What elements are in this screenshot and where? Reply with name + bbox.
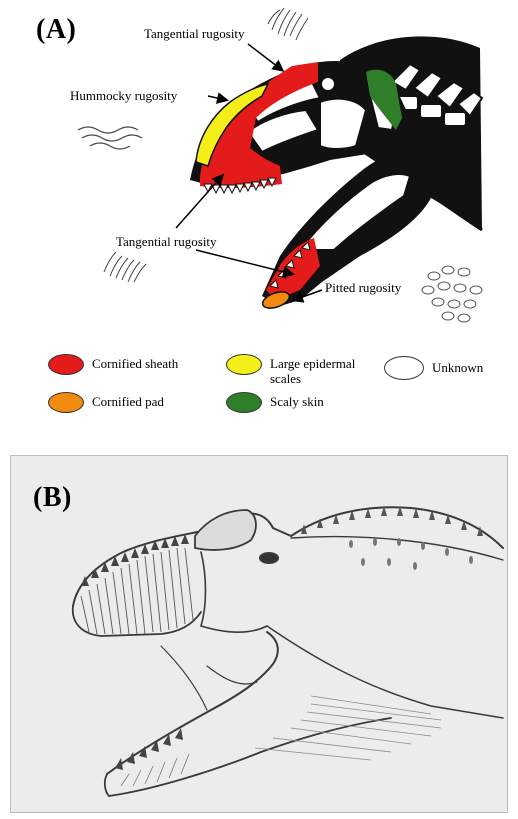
arrow-tangential-bottom-1 — [176, 176, 222, 228]
label-hummocky-rugosity: Hummocky rugosity — [70, 88, 177, 104]
legend-label: Scaly skin — [270, 394, 324, 409]
cheek-contour — [201, 552, 267, 632]
skull-diagram — [0, 0, 518, 330]
legend-swatch-green — [226, 392, 262, 413]
tongue-line — [207, 666, 257, 684]
tangential-texture-sketch-bottom — [104, 252, 146, 282]
legend-label: Unknown — [432, 360, 483, 375]
legend-item-scaly-skin: Scaly skin — [226, 392, 324, 413]
legend-label: Cornified pad — [92, 394, 164, 409]
pitted-texture-sketch — [422, 266, 482, 322]
legend-swatch-orange — [48, 392, 84, 413]
legend-item-cornified-pad: Cornified pad — [48, 392, 164, 413]
eye-socket — [321, 77, 335, 91]
legend-label: Large epidermal scales — [270, 356, 362, 386]
hummocky-texture-sketch — [78, 127, 142, 149]
panel-b-sketch: (B) — [10, 455, 508, 813]
legend-item-large-epidermal-scales: Large epidermal scales — [226, 354, 362, 386]
arrow-tangential-top — [248, 44, 282, 70]
throat-shading — [255, 696, 441, 760]
lower-jaw-underside — [109, 718, 391, 796]
dorsal-spikes — [301, 506, 483, 536]
brow-crest — [195, 510, 256, 550]
eye — [260, 553, 278, 563]
neck-scale-marks — [349, 538, 473, 570]
head-reconstruction-drawing — [11, 456, 508, 813]
nasal-spikes — [81, 534, 189, 586]
tangential-texture-sketch-top — [268, 8, 308, 40]
mouth-interior — [161, 646, 207, 710]
label-pitted-rugosity: Pitted rugosity — [325, 280, 401, 296]
legend-item-cornified-sheath: Cornified sheath — [48, 354, 178, 375]
legend-swatch-red — [48, 354, 84, 375]
label-tangential-rugosity-top: Tangential rugosity — [144, 26, 245, 42]
label-tangential-rugosity-bottom: Tangential rugosity — [116, 234, 217, 250]
snout-scale-hatching — [81, 548, 193, 634]
legend-label: Cornified sheath — [92, 356, 178, 371]
panel-b-label: (B) — [33, 482, 72, 514]
throat-line — [267, 626, 503, 718]
lower-teeth — [115, 728, 183, 770]
legend-swatch-white — [384, 356, 424, 380]
legend-swatch-yellow — [226, 354, 262, 375]
arrow-hummocky — [208, 96, 226, 100]
legend-item-unknown: Unknown — [384, 356, 483, 380]
chin — [105, 774, 109, 796]
